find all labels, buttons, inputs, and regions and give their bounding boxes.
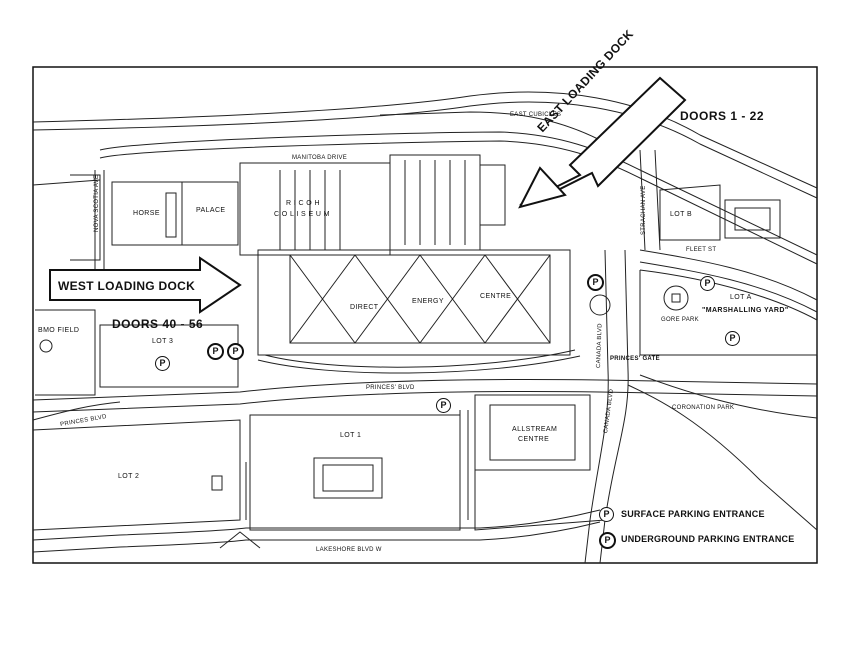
surface-parking-lot3-icon: P <box>155 356 170 371</box>
legend-surface-parking-icon: P <box>599 507 614 522</box>
surface-parking-lot1-icon: P <box>436 398 451 413</box>
princes-blvd-west-curve <box>32 401 121 421</box>
coronation-road <box>639 374 818 419</box>
lot-b-building-inner <box>734 207 771 231</box>
surface-parking-lota-south-icon: P <box>725 331 740 346</box>
lot-1-building-inner <box>322 464 374 492</box>
west-road <box>32 179 101 186</box>
coliseum-label-1: R I C O H <box>286 200 320 207</box>
allstream-lot <box>474 470 606 531</box>
horse-palace-ring <box>165 192 177 238</box>
strachan-ave <box>639 149 661 251</box>
marshalling-yard-label: "MARSHALLING YARD" <box>702 307 789 314</box>
west-dock-arrow-shape <box>49 256 242 314</box>
direct-label: DIRECT <box>350 304 379 311</box>
legend: P SURFACE PARKING ENTRANCE P UNDERGROUND… <box>597 505 812 557</box>
lot-2 <box>32 419 241 531</box>
centre-label: CENTRE <box>480 293 512 300</box>
direct-energy-outline <box>257 249 571 356</box>
underground-parking-east-icon: P <box>587 274 604 291</box>
lot-b <box>659 184 721 241</box>
dec-south-curve <box>264 349 576 368</box>
east-cubicles-label: EAST CUBICLES <box>510 112 562 118</box>
nova-scotia-block <box>70 174 101 261</box>
annex-roof-lines <box>404 160 466 245</box>
dec-south-curve-2 <box>257 355 581 374</box>
princes-blvd-label: PRINCES' BLVD <box>366 385 415 391</box>
lot-1-building <box>313 457 383 499</box>
underground-parking-west-1-icon: P <box>207 343 224 360</box>
gore-park-circle <box>663 285 689 311</box>
lot-1-label: LOT 1 <box>340 432 362 439</box>
legend-surface-parking-label: SURFACE PARKING ENTRANCE <box>621 509 765 519</box>
allstream-label-1: ALLSTREAM <box>512 426 558 433</box>
doors-west-label: DOORS 40 - 56 <box>112 317 204 331</box>
canada-blvd-west <box>584 249 609 564</box>
nova-scotia-ave-label: NOVA SCOTIA AVE <box>94 174 100 232</box>
roundabout <box>589 294 611 316</box>
princes-blvd-south <box>32 391 818 413</box>
east-dock-arrow-head <box>518 166 567 209</box>
palace-label: PALACE <box>196 207 226 214</box>
bmo-field <box>35 309 96 396</box>
allstream-building <box>489 404 576 461</box>
lot-a-label: LOT A <box>730 294 752 301</box>
allstream-outline <box>474 394 591 471</box>
lakeshore-east <box>627 384 818 531</box>
strachan-ave-label: STRACHAN AVE <box>641 185 647 236</box>
lot-a <box>639 269 818 356</box>
lot-3-label: LOT 3 <box>152 338 174 345</box>
bmo-field-marker <box>39 339 53 353</box>
lakeshore-north <box>32 509 601 541</box>
horse-palace-east <box>181 181 239 246</box>
lot-2-kiosk <box>211 475 223 491</box>
east-cubicles-road <box>379 111 601 141</box>
lakeshore-south <box>32 521 601 553</box>
lakeshore-label: LAKESHORE BLVD W <box>316 547 382 553</box>
bmo-field-label: BMO FIELD <box>38 327 80 334</box>
doors-east-label: DOORS 1 - 22 <box>680 109 765 123</box>
coronation-park-label: CORONATION PARK <box>672 405 735 411</box>
lot-1-east-path <box>459 410 469 520</box>
energy-label: ENERGY <box>412 298 444 305</box>
gore-park-label: GORE PARK <box>661 317 699 323</box>
gore-park-monument <box>671 293 681 303</box>
lot-b-building <box>724 199 781 239</box>
fleet-st-label: FLEET ST <box>686 247 717 253</box>
princes-blvd-north <box>32 379 818 401</box>
underground-parking-west-2-icon: P <box>227 343 244 360</box>
horse-label: HORSE <box>133 210 160 217</box>
lot-2-label: LOT 2 <box>118 473 140 480</box>
east-annex <box>479 164 506 226</box>
coliseum-roof-lines <box>279 170 341 250</box>
legend-underground-parking-label: UNDERGROUND PARKING ENTRANCE <box>621 534 795 544</box>
legend-underground-parking-icon: P <box>599 532 616 549</box>
lakeshore-median <box>219 531 261 549</box>
fleet-st-north <box>639 249 818 301</box>
west-loading-dock-label: WEST LOADING DOCK <box>58 279 196 293</box>
map-frame <box>32 66 818 564</box>
coliseum-label-2: C O L I S E U M <box>274 211 330 218</box>
lot-b-label: LOT B <box>670 211 693 218</box>
manitoba-drive-label: MANITOBA DRIVE <box>292 155 348 161</box>
roof-cross-lines <box>289 254 551 344</box>
princes-gate-label: PRINCES' GATE <box>610 356 660 362</box>
fleet-st-south <box>639 261 818 313</box>
surface-parking-lota-north-icon: P <box>700 276 715 291</box>
allstream-label-2: CENTRE <box>518 436 550 443</box>
